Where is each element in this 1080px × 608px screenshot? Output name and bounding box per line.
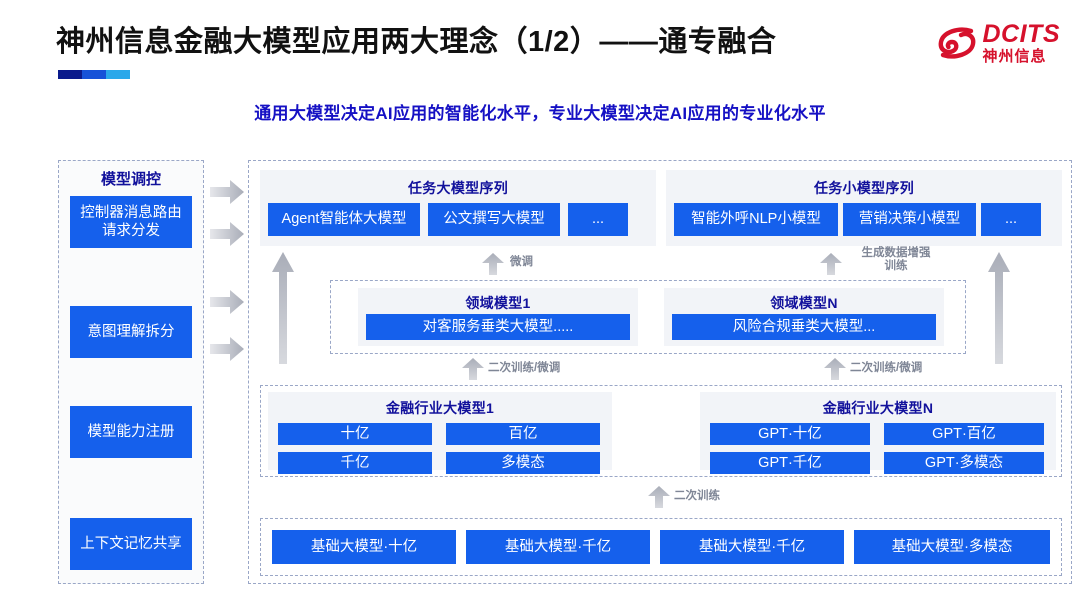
- underline-segment-3: [106, 70, 130, 79]
- industry-model-n-item-3[interactable]: GPT·千亿: [710, 452, 870, 474]
- flow-label-second-train: 二次训练: [674, 490, 720, 502]
- industry-model-n-title: 金融行业大模型N: [822, 400, 934, 416]
- flow-arrow-right-1: [210, 180, 244, 204]
- domain-model-1-item[interactable]: 对客服务垂类大模型.....: [366, 314, 630, 340]
- title-underline-accent: [58, 70, 130, 79]
- flow-label-fine-tune: 微调: [510, 256, 533, 268]
- domain-model-n-title: 领域模型N: [770, 295, 838, 311]
- industry-model-n-item-2[interactable]: GPT·百亿: [884, 423, 1044, 445]
- industry-model-1-item-4[interactable]: 多模态: [446, 452, 600, 474]
- industry-model-1-item-3[interactable]: 千亿: [278, 452, 432, 474]
- flow-arrow-up-far-right: [988, 252, 1010, 364]
- left-item-intent-parsing[interactable]: 意图理解拆分: [70, 306, 192, 358]
- task-large-item-agent[interactable]: Agent智能体大模型: [268, 203, 420, 236]
- flow-label-gen-data-aug: 生成数据增强 训练: [861, 247, 931, 273]
- flow-arrow-up-gen-data: [820, 253, 842, 275]
- left-item-context-memory[interactable]: 上下文记忆共享: [70, 518, 192, 570]
- flow-arrow-up-fine-tune: [482, 253, 504, 275]
- logo-text-cn: 神州信息: [982, 48, 1047, 65]
- industry-model-1-title: 金融行业大模型1: [385, 400, 495, 416]
- page-title: 神州信息金融大模型应用两大理念（1/2）——通专融合: [56, 26, 777, 58]
- industry-model-1-item-2[interactable]: 百亿: [446, 423, 600, 445]
- page-subtitle: 通用大模型决定AI应用的智能化水平，专业大模型决定AI应用的专业化水平: [254, 104, 826, 123]
- flow-arrow-up-second-train-right: [824, 358, 846, 380]
- task-small-item-marketing[interactable]: 营销决策小模型: [843, 203, 976, 236]
- flow-arrow-right-3: [210, 290, 244, 314]
- base-model-item-1[interactable]: 基础大模型·十亿: [272, 530, 456, 564]
- underline-segment-2: [81, 70, 107, 79]
- domain-model-1-title: 领域模型1: [465, 295, 531, 311]
- task-large-model-title: 任务大模型序列: [407, 180, 509, 196]
- flow-arrow-up-second-train: [648, 486, 670, 508]
- flow-arrow-up-far-left: [272, 252, 294, 364]
- flow-arrow-right-4: [210, 337, 244, 361]
- brand-logo: DCITS 神州信息: [937, 22, 1061, 64]
- industry-model-n-item-1[interactable]: GPT·十亿: [710, 423, 870, 445]
- industry-model-n-item-4[interactable]: GPT·多模态: [884, 452, 1044, 474]
- industry-model-1-item-1[interactable]: 十亿: [278, 423, 432, 445]
- domain-model-n-item[interactable]: 风险合规垂类大模型...: [672, 314, 936, 340]
- flow-arrow-right-2: [210, 222, 244, 246]
- base-model-item-4[interactable]: 基础大模型·多模态: [854, 530, 1050, 564]
- task-small-model-title: 任务小模型序列: [813, 180, 915, 196]
- model-control-title: 模型调控: [100, 171, 161, 188]
- task-large-item-more[interactable]: ...: [568, 203, 628, 236]
- flow-label-second-train-right: 二次训练/微调: [850, 362, 923, 374]
- base-model-item-2[interactable]: 基础大模型·千亿: [466, 530, 650, 564]
- task-small-item-nlp-outbound[interactable]: 智能外呼NLP小模型: [674, 203, 838, 236]
- task-large-item-doc-writing[interactable]: 公文撰写大模型: [428, 203, 560, 236]
- base-model-item-3[interactable]: 基础大模型·千亿: [660, 530, 844, 564]
- underline-segment-1: [58, 70, 82, 79]
- flow-arrow-up-second-train-left: [462, 358, 484, 380]
- flow-label-second-train-left: 二次训练/微调: [488, 362, 561, 374]
- dcits-swirl-icon: [937, 23, 977, 63]
- left-item-capability-registry[interactable]: 模型能力注册: [70, 406, 192, 458]
- task-small-item-more[interactable]: ...: [981, 203, 1041, 236]
- logo-text-en: DCITS: [982, 20, 1060, 48]
- left-item-controller-routing[interactable]: 控制器消息路由请求分发: [70, 196, 192, 248]
